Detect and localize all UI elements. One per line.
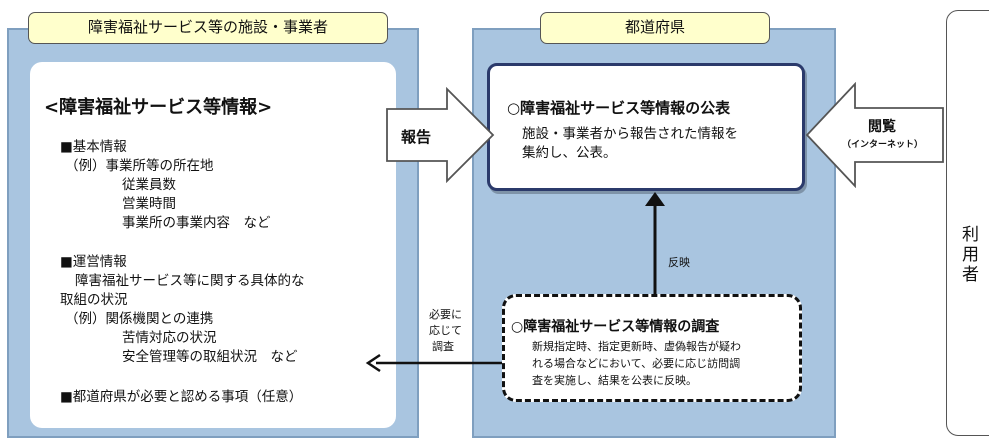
basic-info-item: 従業員数 bbox=[122, 177, 176, 193]
survey-title: ○障害福祉サービス等情報の調査 bbox=[511, 319, 720, 335]
survey-desc: 新規指定時、指定更新時、虚偽報告が疑わ bbox=[532, 340, 741, 353]
view-label: 閲覧 bbox=[868, 119, 896, 135]
facility-info-box bbox=[30, 62, 396, 428]
user-label-char: 用 bbox=[962, 245, 979, 265]
basic-info-item: 営業時間 bbox=[122, 196, 176, 212]
operation-info-heading: ■運営情報 bbox=[60, 254, 127, 270]
operation-info-item: 苦情対応の状況 bbox=[122, 330, 217, 346]
user-label-char: 者 bbox=[962, 265, 979, 285]
reflect-label: 反映 bbox=[668, 256, 690, 269]
optional-info: ■都道府県が必要と認める事項（任意） bbox=[60, 389, 303, 405]
view-sublabel: （インターネット） bbox=[842, 140, 924, 150]
publish-box bbox=[487, 63, 805, 191]
investigate-label: 応じて bbox=[429, 324, 462, 337]
publish-title: ○障害福祉サービス等情報の公表 bbox=[507, 99, 731, 117]
basic-info-item: 事業所の事業内容 など bbox=[122, 215, 271, 231]
investigate-label: 調査 bbox=[432, 340, 454, 353]
operation-info-example: （例）関係機関との連携 bbox=[65, 311, 214, 327]
prefecture-tab: 都道府県 bbox=[540, 12, 770, 44]
publish-desc: 施設・事業者から報告された情報を bbox=[522, 126, 738, 142]
basic-info-heading: ■基本情報 bbox=[60, 139, 127, 155]
survey-box bbox=[502, 294, 802, 402]
facility-tab: 障害福祉サービス等の施設・事業者 bbox=[28, 12, 388, 44]
report-label: 報告 bbox=[401, 128, 432, 146]
investigate-arrow bbox=[365, 353, 502, 373]
reflect-arrow bbox=[645, 192, 665, 294]
view-arrow bbox=[805, 82, 944, 188]
investigate-label: 必要に bbox=[429, 308, 462, 321]
basic-info-example: （例）事業所等の所在地 bbox=[65, 158, 214, 174]
report-arrow bbox=[386, 87, 495, 183]
survey-desc: 査を実施し、結果を公表に反映。 bbox=[532, 374, 697, 387]
operation-info-desc: 障害福祉サービス等に関する具体的な bbox=[75, 273, 305, 289]
publish-desc: 集約し、公表。 bbox=[522, 145, 617, 161]
operation-info-desc: 取組の状況 bbox=[60, 292, 128, 308]
info-title: <障害福祉サービス等情報> bbox=[44, 97, 273, 118]
survey-desc: れる場合などにおいて、必要に応じ訪問調 bbox=[532, 357, 741, 370]
operation-info-item: 安全管理等の取組状況 など bbox=[122, 349, 298, 365]
user-label-char: 利 bbox=[962, 225, 979, 245]
user-panel bbox=[946, 10, 989, 436]
